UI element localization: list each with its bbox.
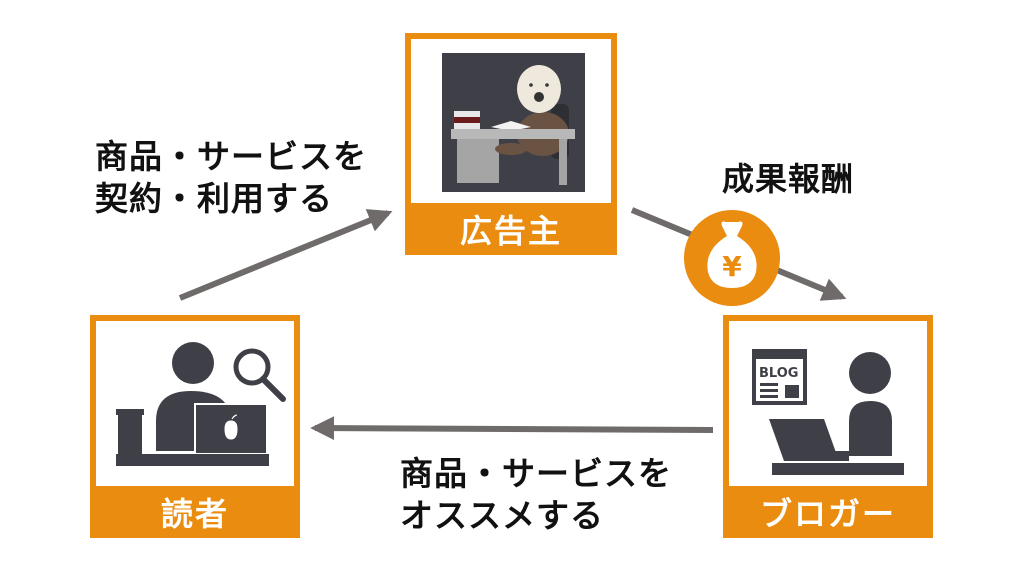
yen-symbol: ¥ (722, 250, 742, 283)
caption-line: 契約・利用する (95, 179, 333, 218)
magnifier-icon (233, 348, 286, 402)
money-bag-icon (707, 221, 757, 288)
arrow-blogger-to-reader (310, 416, 714, 441)
caption-line: 商品・サービスを (400, 454, 672, 493)
blog-window-icon: BLOG (752, 349, 807, 405)
caption-line: オススメする (400, 496, 604, 535)
caption-contract-use: 商品・サービスを 契約・利用する (95, 136, 367, 220)
money-bag-badge: ¥ (684, 210, 780, 306)
node-label-advertiser: 広告主 (405, 203, 617, 255)
node-reader: 読者 (90, 315, 300, 538)
person-laptop-search-icon (116, 342, 286, 466)
node-label-blogger: ブロガー (723, 486, 933, 538)
blog-sign-text: BLOG (759, 366, 798, 381)
otter-at-desk-icon (442, 53, 585, 192)
caption-line: 商品・サービスを (95, 137, 367, 176)
arrow-reader-to-advertiser (178, 209, 393, 301)
node-label-reader: 読者 (90, 486, 300, 538)
node-advertiser: 広告主 (405, 33, 617, 255)
caption-reward: 成果報酬 (722, 160, 855, 198)
apple-logo-icon (224, 414, 238, 440)
node-blogger: BLOG ブロガー (723, 315, 933, 538)
caption-recommend: 商品・サービスを オススメする (400, 453, 672, 537)
person-laptop-blog-icon: BLOG (752, 349, 904, 475)
